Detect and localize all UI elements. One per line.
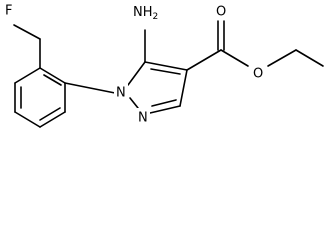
ester-group xyxy=(186,20,324,71)
atom-labels: F NH2 N N O O xyxy=(2,1,266,126)
carbonyl-oxygen-label: O xyxy=(216,5,226,20)
pyrazole-ring xyxy=(127,29,188,114)
bond-inner-2 xyxy=(39,107,61,121)
molecule-structure: F NH2 N N O O xyxy=(2,1,324,128)
ester-oxygen-label: O xyxy=(253,67,263,82)
amine-label-subscript: 2 xyxy=(153,12,159,22)
fluorine-label: F xyxy=(5,4,12,19)
amine-label-main: NH xyxy=(133,5,153,20)
bond-ring-n1 xyxy=(64,82,116,94)
bond-c1-c2 xyxy=(13,24,41,40)
bond-ch2-ch3 xyxy=(295,49,324,67)
bond-c3-c4 xyxy=(39,67,66,84)
pyrazole-n1-label: N xyxy=(116,86,126,101)
bond-ccarbonyl-oester xyxy=(220,49,249,67)
bond-c5-c4 xyxy=(144,61,188,71)
pyrazole-n2-label: N xyxy=(138,111,148,126)
bond-n2-n1 xyxy=(129,97,139,109)
bond-n1-c5 xyxy=(127,61,146,86)
bond-c4-ccarbonyl xyxy=(186,49,222,71)
fluorophenyl-ring xyxy=(13,24,116,128)
bond-c5-c6 xyxy=(39,111,66,128)
bond-oester-ch2 xyxy=(267,49,297,67)
bond-c4-c3 xyxy=(179,69,188,107)
bond-c6-c7 xyxy=(14,111,41,128)
bond-c3-c8 xyxy=(14,67,41,84)
bond-c5-c4-double xyxy=(150,68,181,75)
amine-label: NH2 xyxy=(133,5,158,22)
bond-c3-n2 xyxy=(149,105,181,114)
bond-inner-1 xyxy=(43,74,62,86)
bond-c3-n2-double xyxy=(151,99,177,107)
